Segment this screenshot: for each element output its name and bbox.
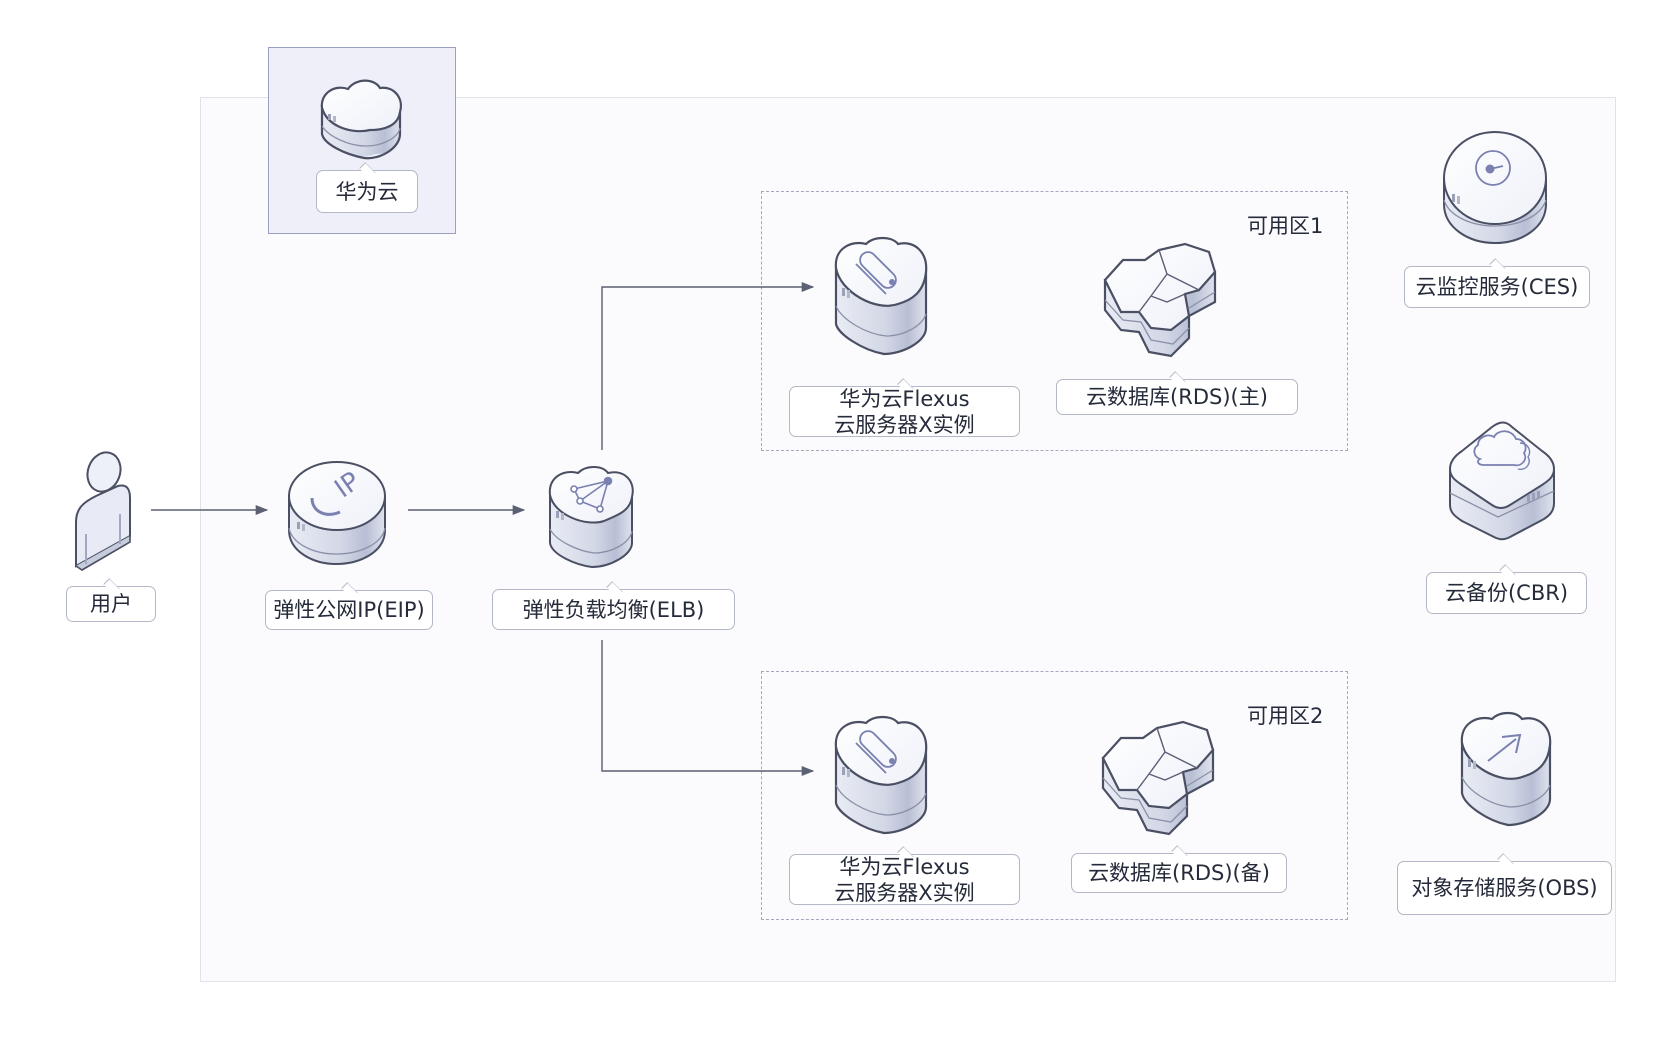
availability-zone-1-label: 可用区1 [1247, 214, 1324, 238]
user-label: 用户 [66, 586, 156, 622]
ces-label-text: 云监控服务(CES) [1415, 275, 1579, 299]
flexus-server-label-line1: 华为云Flexus [839, 854, 970, 879]
flexus-server-icon-az2 [834, 715, 928, 835]
elb-icon [548, 466, 634, 569]
elb-label: 弹性负载均衡(ELB) [492, 589, 735, 630]
flexus-server-label-line2: 云服务器X实例 [834, 880, 975, 905]
obs-label: 对象存储服务(OBS) [1397, 861, 1612, 915]
cbr-label: 云备份(CBR) [1426, 572, 1587, 614]
ces-monitor-icon [1443, 131, 1547, 245]
user-label-text: 用户 [90, 592, 132, 616]
flexus-server-label-line1: 华为云Flexus [839, 386, 970, 411]
huawei-cloud-icon [320, 79, 402, 160]
flexus-server-label-az2: 华为云Flexus 云服务器X实例 [789, 854, 1020, 905]
flexus-server-label-az1: 华为云Flexus 云服务器X实例 [789, 386, 1020, 437]
rds-primary-label: 云数据库(RDS)(主) [1056, 379, 1298, 415]
user-icon [75, 451, 131, 571]
rds-primary-label-text: 云数据库(RDS)(主) [1086, 385, 1268, 409]
obs-label-text: 对象存储服务(OBS) [1411, 876, 1598, 900]
flexus-server-label-line2: 云服务器X实例 [834, 412, 975, 437]
obs-storage-icon [1460, 711, 1552, 827]
huawei-cloud-label: 华为云 [316, 170, 418, 213]
eip-label-text: 弹性公网IP(EIP) [273, 598, 425, 622]
elb-label-text: 弹性负载均衡(ELB) [522, 597, 705, 622]
flexus-server-icon-az1 [834, 236, 928, 356]
eip-icon: IP [288, 461, 386, 566]
eip-label: 弹性公网IP(EIP) [265, 590, 433, 630]
cbr-backup-icon [1448, 421, 1556, 541]
rds-icon-primary [1103, 242, 1217, 358]
availability-zone-2-label: 可用区2 [1247, 704, 1324, 728]
cbr-label-text: 云备份(CBR) [1444, 581, 1569, 605]
ces-label: 云监控服务(CES) [1404, 266, 1590, 308]
huawei-cloud-label-text: 华为云 [335, 179, 399, 204]
rds-icon-standby [1101, 720, 1215, 836]
rds-standby-label-text: 云数据库(RDS)(备) [1088, 861, 1270, 885]
availability-zone-2 [761, 671, 1348, 920]
rds-standby-label: 云数据库(RDS)(备) [1071, 853, 1287, 893]
